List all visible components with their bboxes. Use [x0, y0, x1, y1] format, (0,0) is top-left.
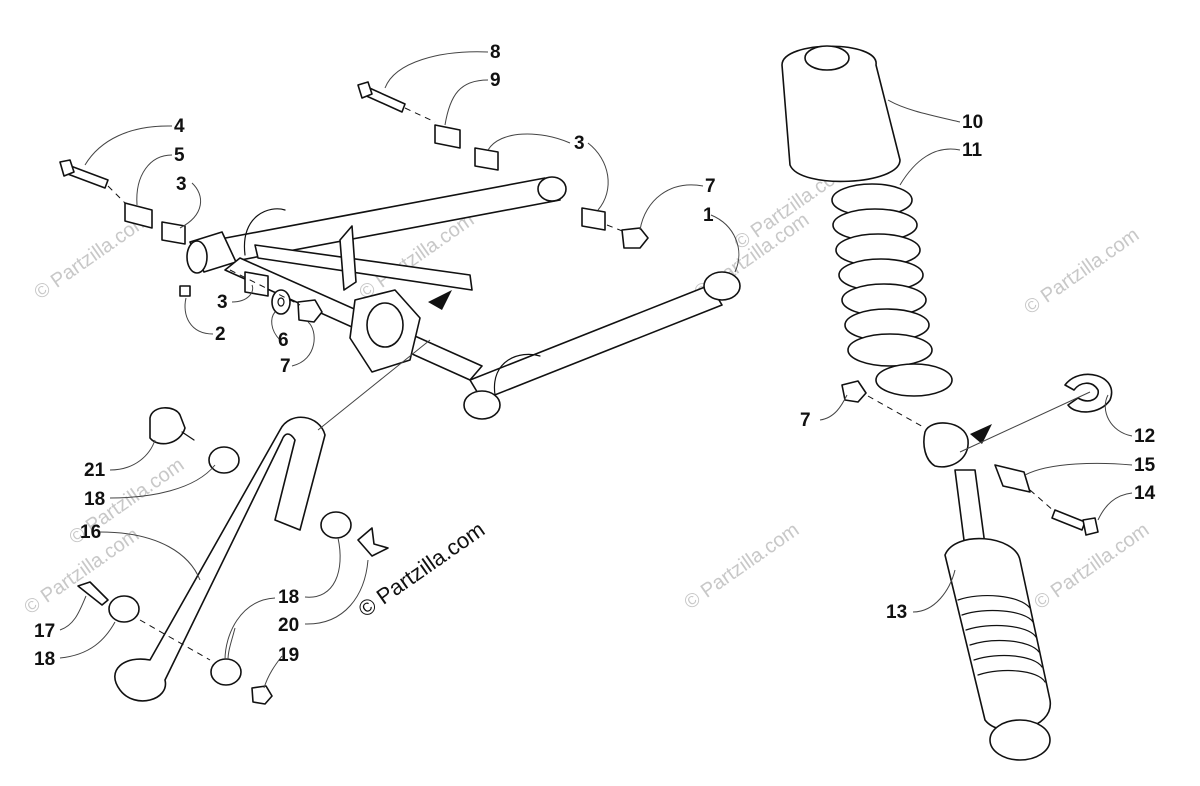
- a-arm-assembly: [179, 176, 741, 420]
- callout-17: 17: [34, 621, 55, 642]
- bolt-14-head: [1082, 517, 1099, 536]
- shock-bottom-eye: [989, 719, 1051, 761]
- callout-12: 12: [1134, 426, 1155, 447]
- callout-10: 10: [962, 112, 983, 133]
- callout-19: 19: [278, 645, 299, 666]
- limiter-strap: [77, 339, 431, 705]
- shock-assembly: [781, 45, 1113, 761]
- washer-18-a-part: [208, 446, 240, 474]
- bolt-4-head: [59, 159, 75, 177]
- sleeve-15-part: [994, 464, 1031, 493]
- grease-fitting-part: [179, 285, 191, 297]
- arm-bushing-right: [703, 271, 741, 301]
- arm-post: [339, 225, 357, 291]
- boot-10-top: [804, 45, 850, 71]
- callout-18: 18: [84, 489, 105, 510]
- callout-20: 20: [278, 615, 299, 636]
- shock-rod: [954, 469, 986, 549]
- pointer-arrow: [428, 290, 452, 310]
- clip-12-part: [1064, 373, 1113, 413]
- bolt-14-part: [1051, 509, 1086, 531]
- callout-21: 21: [84, 460, 106, 481]
- arm-bushing-left-end: [186, 240, 208, 274]
- callout-1: 1: [703, 205, 714, 226]
- callout-8: 8: [490, 42, 501, 63]
- bushing-3-bottom-part: [244, 271, 269, 297]
- arm-loop-left: [243, 208, 286, 256]
- callout-3: 3: [217, 292, 228, 313]
- bushing-3-right-part: [581, 207, 606, 231]
- nut-7-left-part: [297, 299, 323, 323]
- nut-19-part: [251, 685, 273, 705]
- wing-nut-20-part: [357, 527, 389, 557]
- nut-7-right-part: [841, 380, 867, 403]
- washer-6-part: [271, 289, 291, 315]
- watermark-prominent: © Partzilla.com: [354, 517, 490, 623]
- callout-13: 13: [886, 602, 907, 623]
- bushing-5-part: [124, 202, 153, 229]
- callout-6: 6: [278, 330, 289, 351]
- watermark: © Partzilla.com: [1020, 224, 1143, 319]
- washer-18-c-part: [108, 595, 140, 623]
- callout-labels: 8 9 3 4 5 3 7 1 3 2 6 7 10 11 7 12 15 14…: [34, 42, 1156, 670]
- callout-2: 2: [215, 324, 226, 345]
- bolt-8-head: [357, 81, 373, 99]
- callout-3: 3: [176, 174, 187, 195]
- callout-5: 5: [174, 145, 185, 166]
- callout-18: 18: [34, 649, 55, 670]
- callout-14: 14: [1134, 483, 1156, 504]
- arm-hardware: [59, 81, 649, 323]
- arm-bushing-upper-right: [537, 176, 567, 202]
- callout-18: 18: [278, 587, 299, 608]
- washer-18-d-part: [210, 658, 242, 686]
- callout-11: 11: [962, 140, 983, 161]
- arm-brace: [254, 244, 473, 291]
- shock-mount-hole: [366, 302, 404, 348]
- callout-7: 7: [800, 410, 811, 431]
- arm-tube-diagonal: [469, 284, 723, 401]
- shock-eye-part: [923, 422, 969, 468]
- arm-bushing-lower: [463, 390, 501, 420]
- spring-11-part: [831, 183, 953, 397]
- bolt-17-part: [77, 581, 109, 606]
- callout-9: 9: [490, 70, 501, 91]
- pointer-arrow-shock: [970, 424, 992, 444]
- callout-16: 16: [80, 522, 101, 543]
- callout-15: 15: [1134, 455, 1156, 476]
- callout-4: 4: [174, 116, 185, 137]
- strap-part: [114, 416, 326, 702]
- bushing-9-part: [434, 124, 461, 149]
- boot-10-part: [781, 45, 901, 183]
- callout-3: 3: [574, 133, 585, 154]
- bushing-3-left-part: [161, 221, 186, 245]
- callout-7: 7: [280, 356, 291, 377]
- callout-7: 7: [705, 176, 716, 197]
- watermark: © Partzilla.com: [680, 519, 803, 614]
- nut-7-top-part: [621, 227, 649, 249]
- leader-lines: [59, 51, 1133, 689]
- washer-18-b-part: [320, 511, 352, 539]
- bushing-3-top-part: [474, 147, 499, 171]
- arm-loop-right: [493, 353, 541, 396]
- knob-21-part: [149, 407, 186, 445]
